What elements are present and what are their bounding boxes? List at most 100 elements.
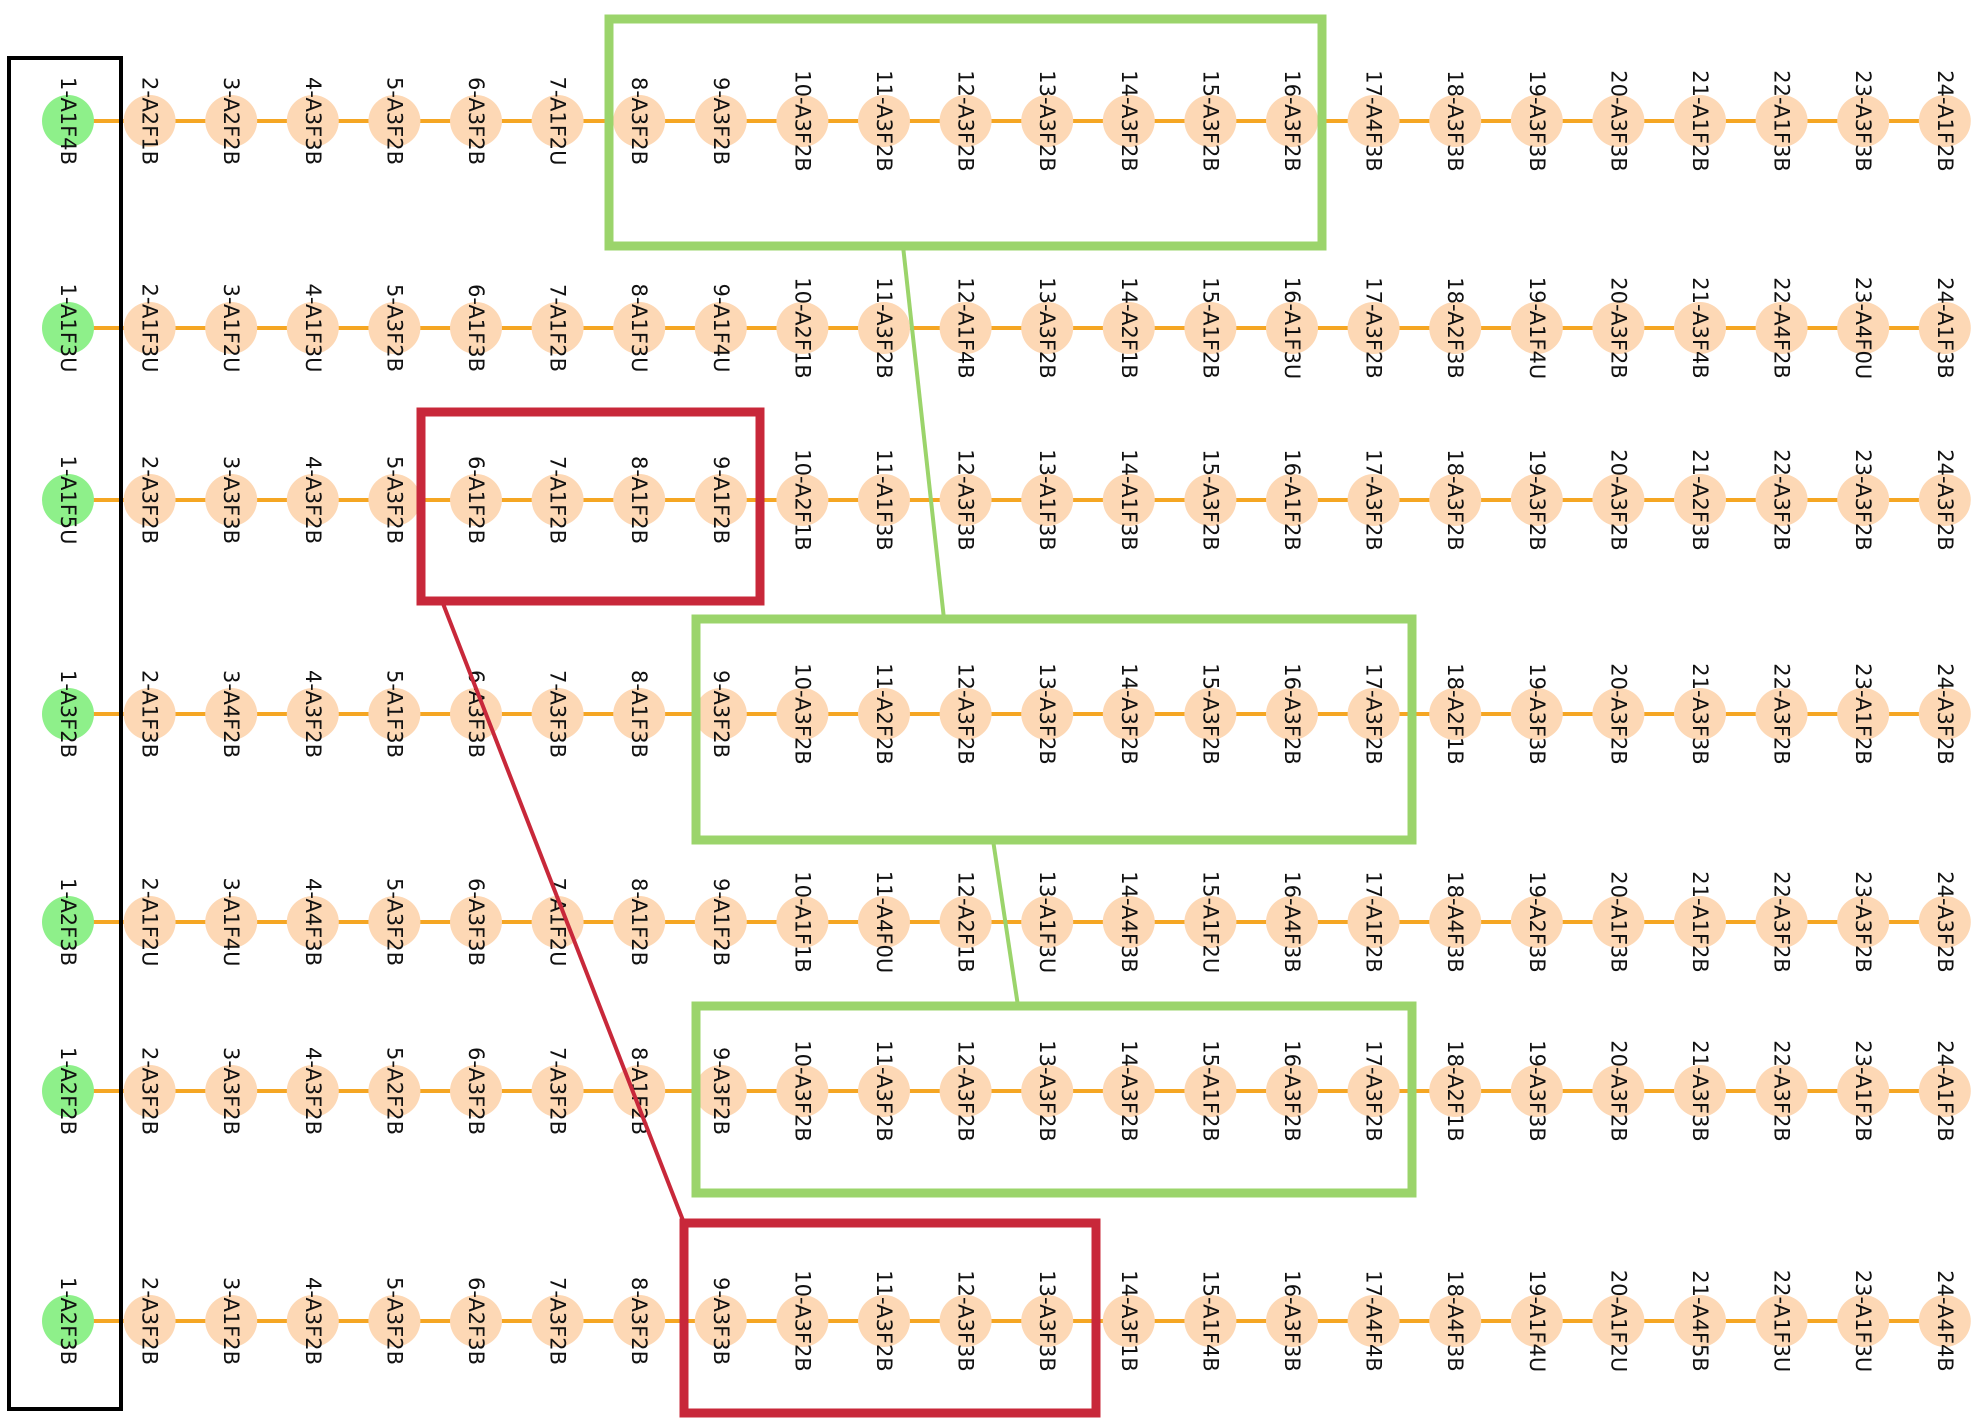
node-circle xyxy=(776,1065,829,1117)
node-label: 22-A3F2B xyxy=(1770,1040,1794,1141)
node-label: 10-A3F2B xyxy=(790,70,814,171)
node-label: 21-A3F3B xyxy=(1688,663,1712,764)
node-circle xyxy=(1837,474,1890,526)
green-connector-2 xyxy=(991,839,1020,1007)
node-circle xyxy=(1918,688,1971,740)
node-circle xyxy=(1347,896,1400,948)
node-r7-12: 12-A3F3B xyxy=(939,1270,992,1372)
node-r3-24: 24-A3F2B xyxy=(1918,449,1971,551)
node-circle xyxy=(694,95,747,147)
node-r7-1: 1-A2F3B xyxy=(42,1277,94,1365)
start-node-circle xyxy=(42,474,94,526)
node-label: 15-A1F2B xyxy=(1198,277,1222,378)
node-label: 10-A3F2B xyxy=(790,663,814,764)
node-r3-10: 10-A2F1B xyxy=(776,449,829,551)
node-circle xyxy=(123,1065,176,1117)
node-r3-18: 18-A3F2B xyxy=(1429,449,1482,551)
node-r4-20: 20-A3F2B xyxy=(1592,663,1645,765)
node-circle xyxy=(1429,1295,1482,1347)
node-label: 1-A2F3B xyxy=(56,878,80,966)
start-node-circle xyxy=(42,1065,94,1117)
node-circle xyxy=(1021,474,1074,526)
node-r2-11: 11-A3F2B xyxy=(858,277,910,379)
node-label: 4-A4F3B xyxy=(301,878,325,966)
node-r4-16: 16-A3F2B xyxy=(1266,663,1318,765)
node-label: 24-A3F2B xyxy=(1933,871,1957,972)
node-r4-11: 11-A2F2B xyxy=(858,663,910,765)
node-r2-19: 19-A1F4U xyxy=(1510,277,1563,379)
node-r2-23: 23-A4F0U xyxy=(1837,277,1890,379)
node-circle xyxy=(123,302,176,354)
node-label: 22-A3F2B xyxy=(1770,663,1794,764)
node-r7-13: 13-A3F3B xyxy=(1021,1270,1074,1372)
node-r2-17: 17-A3F2B xyxy=(1347,277,1400,379)
node-r2-13: 13-A3F2B xyxy=(1021,277,1074,379)
node-r1-21: 21-A1F2B xyxy=(1674,70,1726,172)
node-circle xyxy=(123,688,176,740)
node-label: 8-A3F2B xyxy=(627,77,651,165)
node-r2-12: 12-A1F4B xyxy=(939,277,992,379)
node-r6-15: 15-A1F2B xyxy=(1184,1040,1237,1142)
node-circle xyxy=(1592,1065,1645,1117)
node-label: 20-A3F3B xyxy=(1606,70,1630,171)
node-label: 9-A3F2B xyxy=(709,1047,733,1135)
node-circle xyxy=(1429,474,1482,526)
node-circle xyxy=(450,95,502,147)
node-label: 8-A1F3B xyxy=(627,670,651,758)
node-circle xyxy=(368,688,421,740)
start-node-circle xyxy=(42,688,94,740)
node-label: 9-A3F3B xyxy=(709,1277,733,1365)
node-label: 16-A4F3B xyxy=(1280,871,1304,972)
node-label: 4-A3F2B xyxy=(301,456,325,544)
node-r3-21: 21-A2F3B xyxy=(1674,449,1726,551)
node-circle xyxy=(205,1295,258,1347)
node-r6-2: 2-A3F2B xyxy=(123,1047,176,1135)
node-label: 1-A1F5U xyxy=(56,455,80,544)
node-r1-8: 8-A3F2B xyxy=(613,77,666,165)
node-r3-17: 17-A3F2B xyxy=(1347,449,1400,551)
node-r2-21: 21-A3F4B xyxy=(1674,277,1726,379)
node-r6-10: 10-A3F2B xyxy=(776,1040,829,1142)
node-label: 23-A3F2B xyxy=(1851,871,1875,972)
node-r1-15: 15-A3F2B xyxy=(1184,70,1237,172)
node-r4-19: 19-A3F3B xyxy=(1510,663,1563,765)
node-r2-7: 7-A1F2B xyxy=(531,284,584,372)
node-circle xyxy=(1592,688,1645,740)
node-r6-16: 16-A3F2B xyxy=(1266,1040,1318,1142)
node-r5-9: 9-A1F2B xyxy=(694,878,747,966)
node-label: 21-A3F3B xyxy=(1688,1040,1712,1141)
node-r2-20: 20-A3F2B xyxy=(1592,277,1645,379)
node-label: 17-A4F4B xyxy=(1362,1270,1386,1371)
red-connector xyxy=(440,600,686,1224)
node-circle xyxy=(205,1065,258,1117)
node-r7-19: 19-A1F4U xyxy=(1510,1270,1563,1372)
node-r4-24: 24-A3F2B xyxy=(1918,663,1971,765)
node-r1-18: 18-A3F3B xyxy=(1429,70,1482,172)
node-r4-3: 3-A4F2B xyxy=(205,670,258,758)
node-label: 14-A3F1B xyxy=(1117,1270,1141,1371)
node-label: 7-A1F2U xyxy=(546,76,570,165)
node-circle xyxy=(368,1065,421,1117)
node-circle xyxy=(1755,1295,1808,1347)
node-r3-6: 6-A1F2B xyxy=(450,456,502,544)
node-label: 2-A1F3B xyxy=(138,670,162,758)
node-label: 21-A4F5B xyxy=(1688,1270,1712,1371)
node-circle xyxy=(776,896,829,948)
node-circle xyxy=(1021,302,1074,354)
node-r4-18: 18-A2F1B xyxy=(1429,663,1482,765)
node-r6-1: 1-A2F2B xyxy=(42,1047,94,1135)
node-label: 12-A3F2B xyxy=(954,70,978,171)
node-r2-18: 18-A2F3B xyxy=(1429,277,1482,379)
node-circle xyxy=(450,474,502,526)
node-label: 18-A2F3B xyxy=(1443,277,1467,378)
node-circle xyxy=(939,302,992,354)
node-r7-14: 14-A3F1B xyxy=(1102,1270,1155,1372)
node-r4-2: 2-A1F3B xyxy=(123,670,176,758)
node-circle xyxy=(1918,1065,1971,1117)
node-circle xyxy=(1102,1065,1155,1117)
first-column-box xyxy=(7,56,123,1411)
node-label: 19-A3F3B xyxy=(1525,70,1549,171)
node-circle xyxy=(858,302,910,354)
node-circle xyxy=(613,95,666,147)
node-r5-18: 18-A4F3B xyxy=(1429,871,1482,973)
